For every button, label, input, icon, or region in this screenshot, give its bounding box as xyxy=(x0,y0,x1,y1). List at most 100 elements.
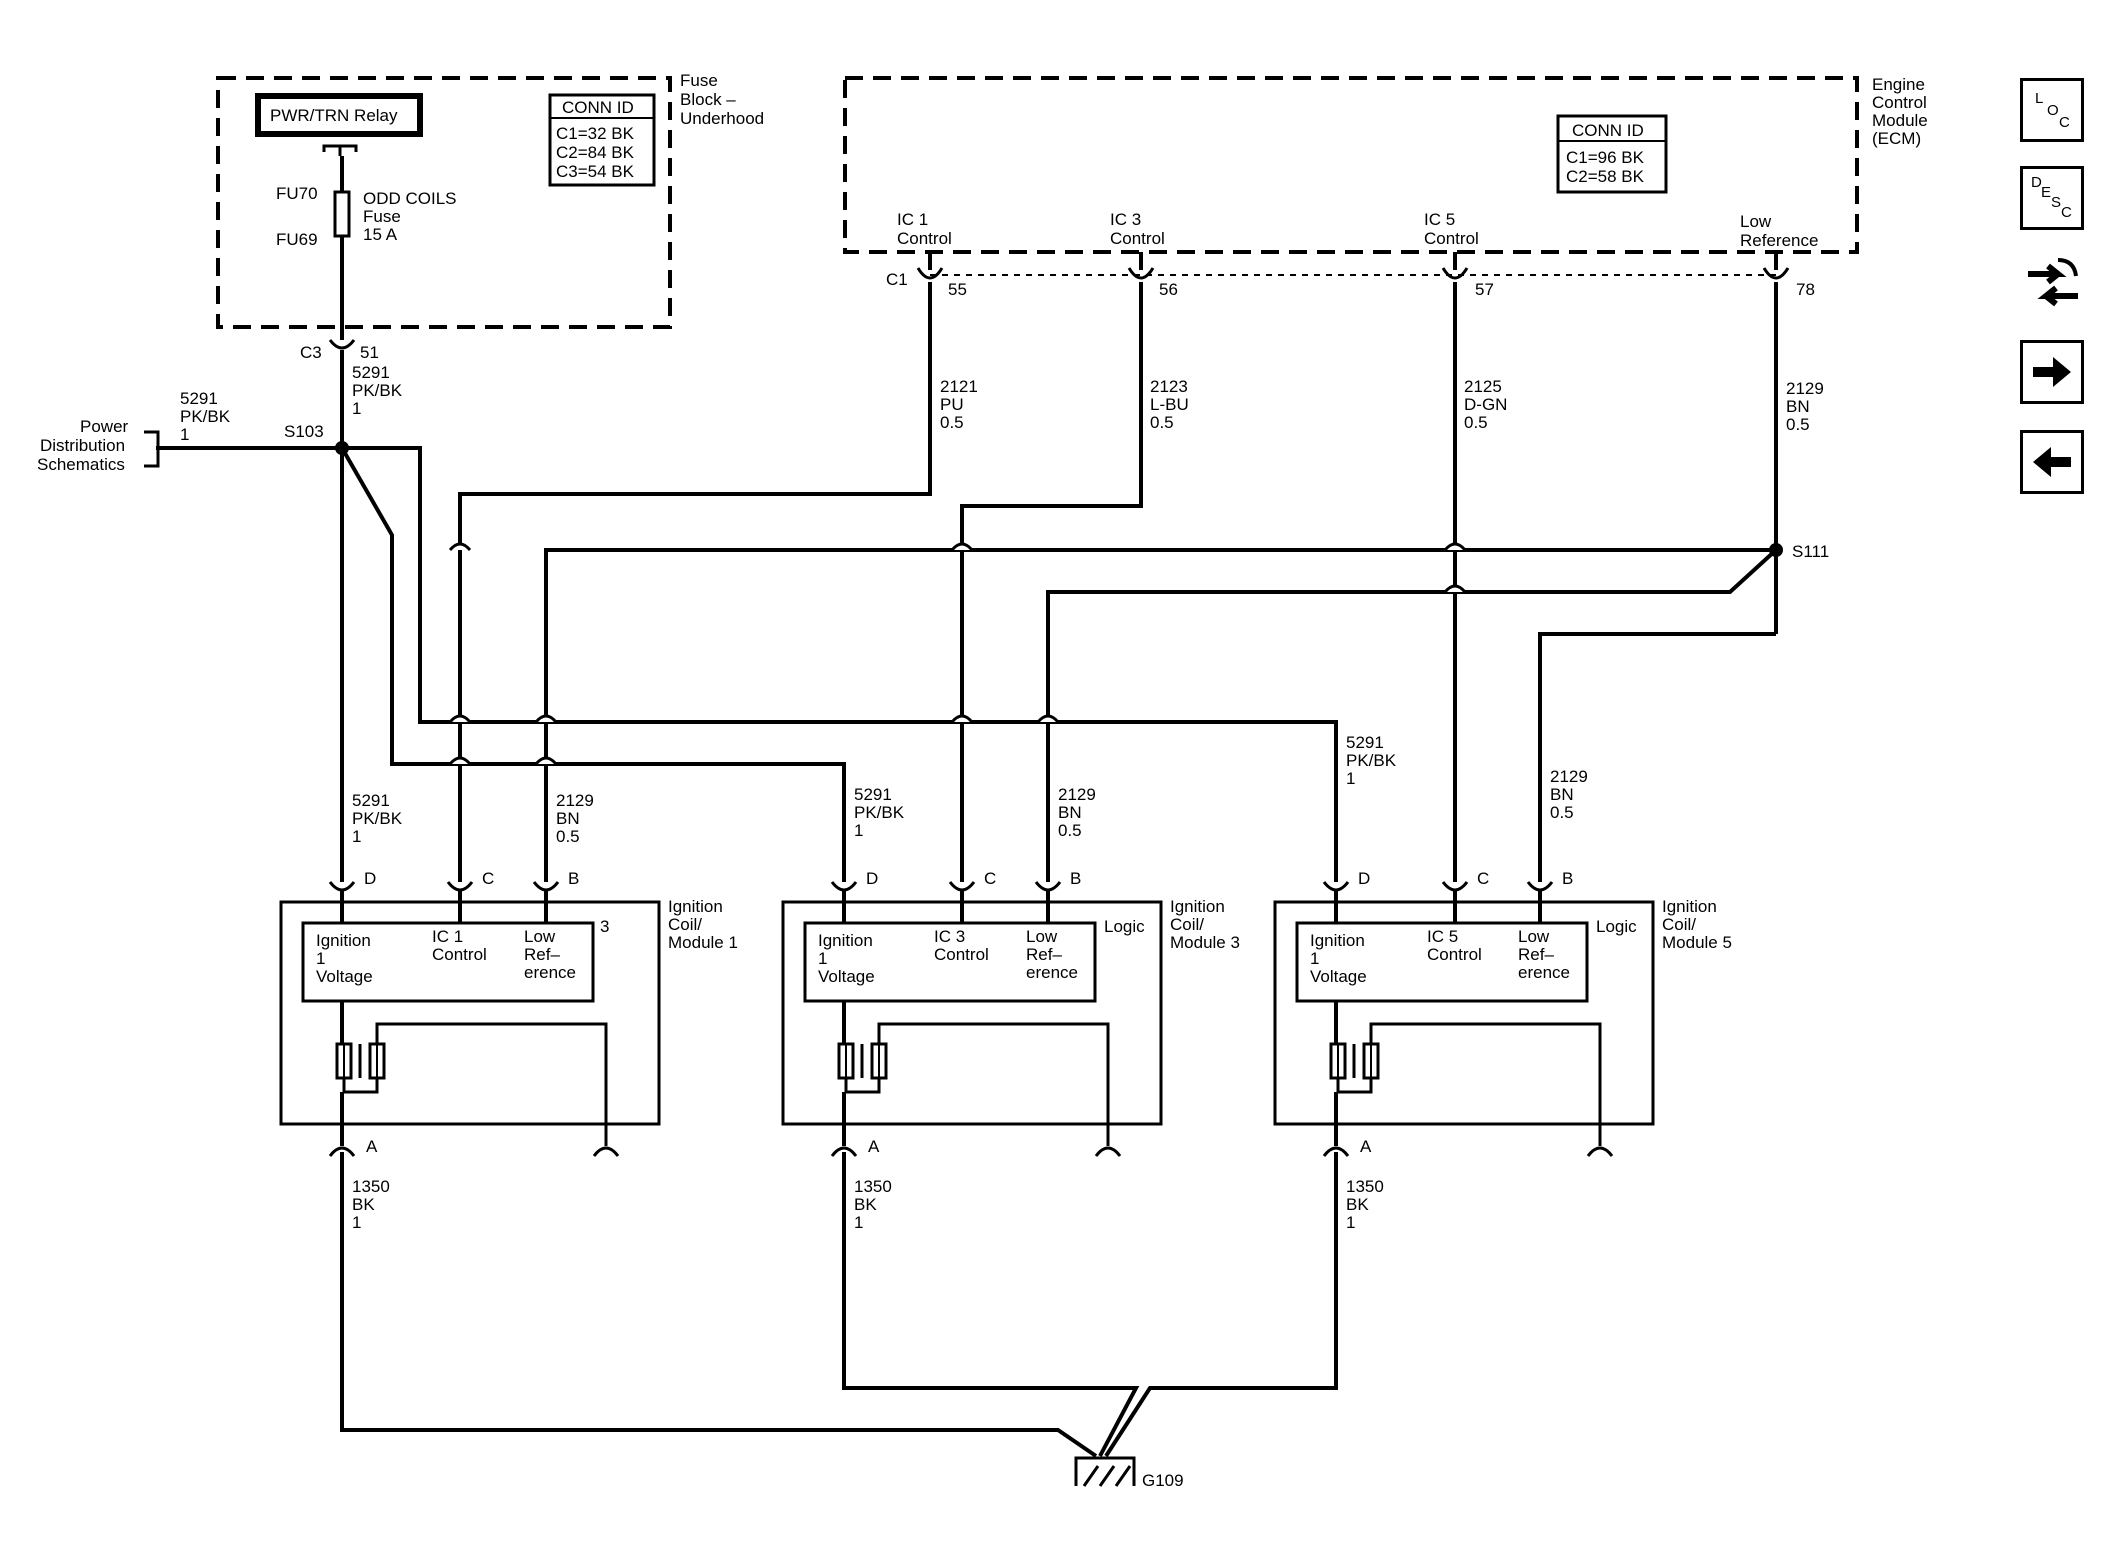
loc-icon: L O C xyxy=(2035,90,2070,131)
pwr-trn-relay-label: PWR/TRN Relay xyxy=(270,106,398,125)
ecm-title-1: Engine xyxy=(1872,75,1925,94)
coil5-lowref-wire xyxy=(1538,632,1776,882)
fuse-conn-id-row-2: C2=84 BK xyxy=(556,143,635,162)
coil3-pin-a: A xyxy=(868,1137,880,1156)
coil1-tag: 3 xyxy=(600,917,609,936)
coil1-pin-c: C xyxy=(482,869,494,888)
relay-contact-symbol xyxy=(322,144,358,156)
ic3-control-wire xyxy=(960,282,1143,882)
coil1-wire-d-3: 1 xyxy=(352,827,361,846)
coil1-title-2: Coil/ xyxy=(668,915,702,934)
coil5-title-2: Coil/ xyxy=(1662,915,1696,934)
ecm-ic1-label-2: Control xyxy=(897,229,952,248)
ecm-ic5-label-2: Control xyxy=(1424,229,1479,248)
s103-label: S103 xyxy=(284,422,324,441)
coil3-wire-b-1: 2129 xyxy=(1058,785,1096,804)
fuse-bottom-id: FU69 xyxy=(276,230,318,249)
wire-ic5-1: 2125 xyxy=(1464,377,1502,396)
feed-top-wire-3: 1 xyxy=(352,399,361,418)
description-button[interactable]: D E S C xyxy=(2020,166,2084,230)
coil5-pin-d: D xyxy=(1358,869,1370,888)
coil5-feed-wire xyxy=(342,446,1338,882)
ground1-wire-3: 1 xyxy=(352,1213,361,1232)
pwr-trn-relay-box xyxy=(255,93,423,137)
ground3-wire-3: 1 xyxy=(854,1213,863,1232)
coil3-inner-ic-1: IC 3 xyxy=(934,927,965,946)
coil3-title-3: Module 3 xyxy=(1170,933,1240,952)
fuse-block-title-2: Block – xyxy=(680,90,736,109)
ecm-pin-78-number: 78 xyxy=(1796,280,1815,299)
ecm-title-2: Control xyxy=(1872,93,1927,112)
coil3-pin-d: D xyxy=(866,869,878,888)
fuse-block-title-3: Underhood xyxy=(680,109,764,128)
ground1-wire-2: BK xyxy=(352,1195,375,1214)
location-button[interactable]: L O C xyxy=(2020,78,2084,142)
fuse-desc-3: 15 A xyxy=(363,225,398,244)
svg-text:D: D xyxy=(2031,174,2042,191)
desc-icon: D E S C xyxy=(2031,174,2072,221)
ground3-wire xyxy=(842,1152,1140,1457)
ic1-control-wire xyxy=(458,282,932,882)
feed-top-wire-1: 5291 xyxy=(352,363,390,382)
g109-ground-symbol xyxy=(1074,1456,1136,1487)
wire-ic3-1: 2123 xyxy=(1150,377,1188,396)
ecm-pin-55-number: 55 xyxy=(948,280,967,299)
ecm-ic3-label-1: IC 3 xyxy=(1110,210,1141,229)
ecm-title-4: (ECM) xyxy=(1872,129,1921,148)
coil3-wire-d-2: PK/BK xyxy=(854,803,905,822)
fuse-desc-1: ODD COILS xyxy=(363,189,457,208)
wire-ic1-3: 0.5 xyxy=(940,413,964,432)
coil1-wire-b-2: BN xyxy=(556,809,580,828)
ground1-wire-1: 1350 xyxy=(352,1177,390,1196)
feed-left-wire-3: 1 xyxy=(180,425,189,444)
coil5-pin-b: B xyxy=(1562,869,1573,888)
wire-lowref-1: 2129 xyxy=(1786,379,1824,398)
coil3-inner-ign-2: 1 xyxy=(818,949,827,968)
ecm-pin-56 xyxy=(1127,252,1155,280)
fuse-desc-2: Fuse xyxy=(363,207,401,226)
coil3-lowref-wire xyxy=(1046,548,1778,882)
connector-end-view-button[interactable] xyxy=(2018,250,2088,320)
wire-crossovers xyxy=(448,542,1467,766)
coil3-title-1: Ignition xyxy=(1170,897,1225,916)
coil5-wire-d-2: PK/BK xyxy=(1346,751,1397,770)
fuse-conn-id-row-3: C3=54 BK xyxy=(556,162,635,181)
coil5-title-3: Module 5 xyxy=(1662,933,1732,952)
ecm-pin-57-number: 57 xyxy=(1475,280,1494,299)
power-distribution-2: Distribution xyxy=(40,436,125,455)
fuse-conn-id-row-1: C1=32 BK xyxy=(556,124,635,143)
fuse-top-id: FU70 xyxy=(276,184,318,203)
coil1-pin-b: B xyxy=(568,869,579,888)
coil5-wire-d-3: 1 xyxy=(1346,769,1355,788)
coil1-title-3: Module 1 xyxy=(668,933,738,952)
coil1-inner-ign-3: Voltage xyxy=(316,967,373,986)
wire-ic5-2: D-GN xyxy=(1464,395,1507,414)
coil-module-3 xyxy=(781,881,1163,1157)
coil5-wire-b-1: 2129 xyxy=(1550,767,1588,786)
ground5-wire-2: BK xyxy=(1346,1195,1369,1214)
coil3-pin-c: C xyxy=(984,869,996,888)
coil5-title-1: Ignition xyxy=(1662,897,1717,916)
coil3-wire-b-2: BN xyxy=(1058,803,1082,822)
ecm-ic1-label-1: IC 1 xyxy=(897,210,928,229)
coil3-title-2: Coil/ xyxy=(1170,915,1204,934)
ground1-wire xyxy=(340,1152,1098,1458)
fuse-conn-id-box xyxy=(548,93,656,187)
previous-page-button[interactable] xyxy=(2020,430,2084,494)
coil5-inner-ic-1: IC 5 xyxy=(1427,927,1458,946)
wire-ic3-2: L-BU xyxy=(1150,395,1189,414)
coil1-title-1: Ignition xyxy=(668,897,723,916)
coil1-inner-low-1: Low xyxy=(524,927,556,946)
wire-ic1-1: 2121 xyxy=(940,377,978,396)
coil1-inner-ic-1: IC 1 xyxy=(432,927,463,946)
ecm-conn-id-title: CONN ID xyxy=(1572,121,1644,140)
ecm-conn-id-row-2: C2=58 BK xyxy=(1566,167,1645,186)
coil1-wire-b-3: 0.5 xyxy=(556,827,580,846)
ecm-conn-id-box xyxy=(1556,114,1668,194)
next-page-button[interactable] xyxy=(2020,340,2084,404)
ecm-boundary xyxy=(843,76,1859,254)
c3-connector-label: C3 xyxy=(300,343,322,362)
wire-lowref-2: BN xyxy=(1786,397,1810,416)
fuse-block-boundary xyxy=(216,76,672,329)
c3-pin-label: 51 xyxy=(360,343,379,362)
